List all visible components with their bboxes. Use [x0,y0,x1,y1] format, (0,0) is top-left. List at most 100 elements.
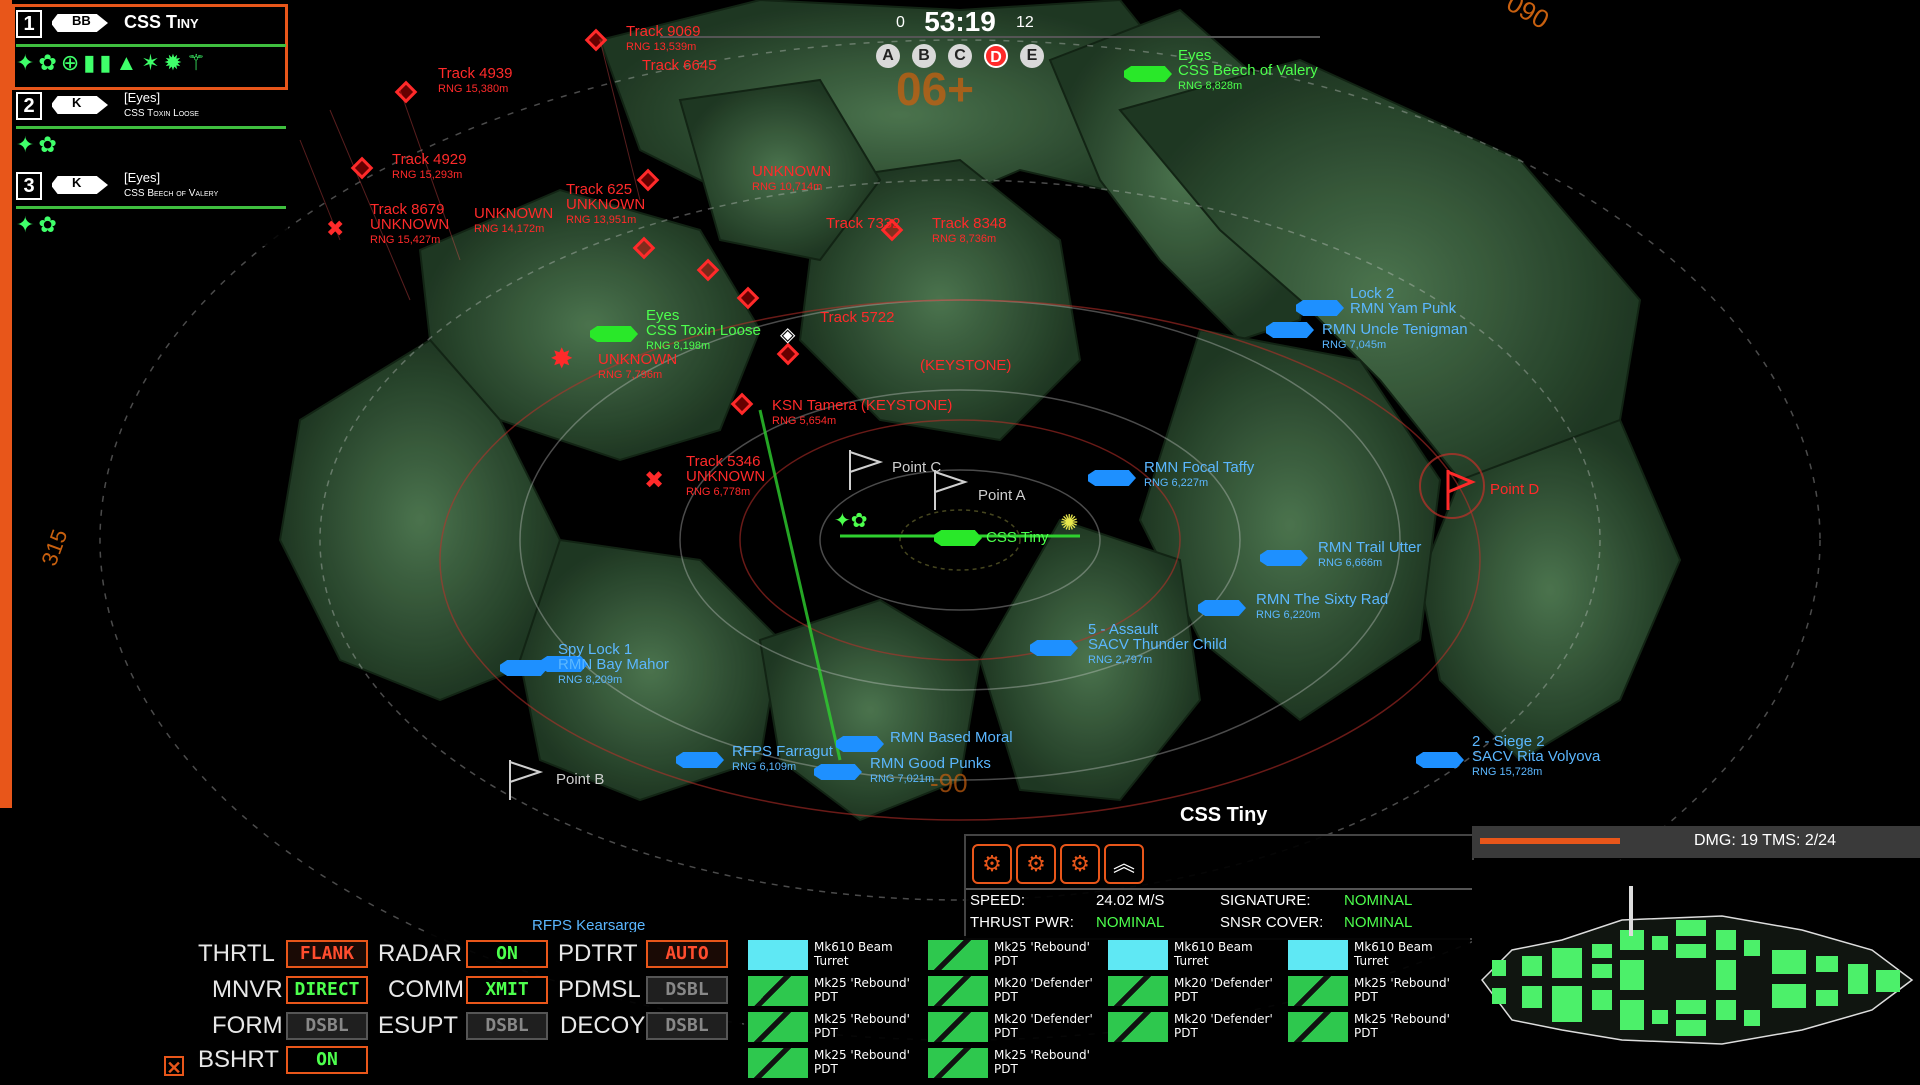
pdtrt-label: PDTRT [558,940,638,967]
weapon-slot[interactable]: Mk20 'Defender'PDT [1108,974,1288,1008]
selected-ship-title: CSS Tiny [1180,804,1268,826]
ownship-icon[interactable] [934,530,982,546]
weapon-slot[interactable]: Mk20 'Defender'PDT [1108,1010,1288,1044]
enemy-track-label[interactable]: Track 5722 [820,309,895,326]
ownship-label[interactable]: CSS Tiny [986,529,1049,546]
panel-divider [966,888,1472,890]
mnvr-button[interactable]: DIRECT [286,976,368,1004]
weapon-slot[interactable]: Mk20 'Defender'PDT [928,1010,1108,1044]
radar-button[interactable]: ON [466,940,548,968]
allied-ship-icon[interactable] [1260,550,1308,566]
enemy-track-label[interactable]: KSN Tamera (KEYSTONE)RNG 5,654m [772,397,953,427]
weapon-slot[interactable]: Mk25 'Rebound'PDT [928,1046,1108,1080]
ship-subname: CSS Beech of Valery [124,188,219,199]
enemy-unknown-icon[interactable]: ✖ [644,467,665,494]
allied-ship-icon[interactable] [1266,322,1314,338]
allied-ship-icon[interactable] [500,660,548,676]
enemy-track-label[interactable]: (KEYSTONE) [920,357,1012,374]
rank-badge-icon: ⚙ [972,844,1012,884]
enemy-track-label[interactable]: Track 7332 [826,215,901,232]
enemy-burst-icon[interactable]: ✸ [550,343,574,374]
thrtl-button[interactable]: FLANK [286,940,368,968]
allied-ship-icon[interactable] [814,764,862,780]
enemy-unknown-icon[interactable]: ✖ [326,216,345,241]
ship-controls-panel: THRTL FLANK RADAR ON PDTRT AUTO MNVR DIR… [182,932,742,1080]
point-a-label[interactable]: Point A [978,487,1026,504]
pdmsl-button[interactable]: DSBL [646,976,728,1004]
esupt-button[interactable]: DSBL [466,1012,548,1040]
ship-status-icons: ✦✿ [16,132,61,157]
bshrt-button[interactable]: ON [286,1046,368,1074]
timer-value: 53:19 [924,6,996,37]
snsr-label: SNSR COVER: [1220,914,1324,931]
weapon-slot[interactable]: Mk25 'Rebound'PDT [1288,974,1468,1008]
selection-reticle-icon[interactable]: ◈ [780,324,796,346]
close-icon[interactable]: ✕ [164,1056,184,1078]
allied-ship-icon[interactable] [1088,470,1136,486]
point-c-label[interactable]: Point C [892,459,942,476]
allied-ship-icon[interactable] [836,736,884,752]
weapon-slot[interactable]: Mk25 'Rebound'PDT [748,1010,928,1044]
hull-damage-map[interactable] [1472,860,1920,1080]
allied-ship-label[interactable]: RMN Based Moral [890,729,1013,746]
ship-silhouette-icon [52,176,108,194]
allied-ship-icon[interactable] [1296,300,1344,316]
pdt-icon [748,1048,808,1078]
friendly-ship-icon[interactable] [590,326,638,342]
decoy-button[interactable]: DSBL [646,1012,728,1040]
bearing-minus90: -90 [930,768,968,798]
weapon-slot[interactable]: Mk25 'Rebound'PDT [928,938,1108,972]
enemy-track-label[interactable]: Track 6645 [642,57,717,74]
signature-value: NOMINAL [1344,892,1413,909]
rank-badge-icon: ⚙ [1016,844,1056,884]
pdt-icon [928,1048,988,1078]
allied-ship-icon[interactable] [676,752,724,768]
weapon-slot[interactable]: Mk25 'Rebound'PDT [748,1046,928,1080]
threat-zones [439,299,1481,821]
allied-ship-icon[interactable] [1030,640,1078,656]
comm-button[interactable]: XMIT [466,976,548,1004]
signature-label: SIGNATURE: [1220,892,1311,909]
ship-status-icons: ✦✿⊕▮▮▲✶✹⚚ [16,50,210,75]
point-d-label[interactable]: Point D [1490,481,1540,498]
weapon-slot[interactable]: Mk25 'Rebound'PDT [748,974,928,1008]
snsr-value: NOMINAL [1344,914,1413,931]
weapon-slot[interactable]: Mk20 'Defender'PDT [928,974,1108,1008]
point-d-marker[interactable] [1419,453,1485,519]
allied-ship-label[interactable]: RFPS Kearsarge [532,917,646,934]
allied-ship-icon[interactable] [1416,752,1464,768]
allied-ship-icon[interactable] [540,656,588,672]
friendly-ship-icon[interactable] [1124,66,1172,82]
weapon-slot[interactable]: Mk25 'Rebound'PDT [1288,1010,1468,1044]
point-b-label[interactable]: Point B [556,771,605,788]
pdtrt-button[interactable]: AUTO [646,940,728,968]
allied-ship-icon[interactable] [1198,600,1246,616]
form-button[interactable]: DSBL [286,1012,368,1040]
